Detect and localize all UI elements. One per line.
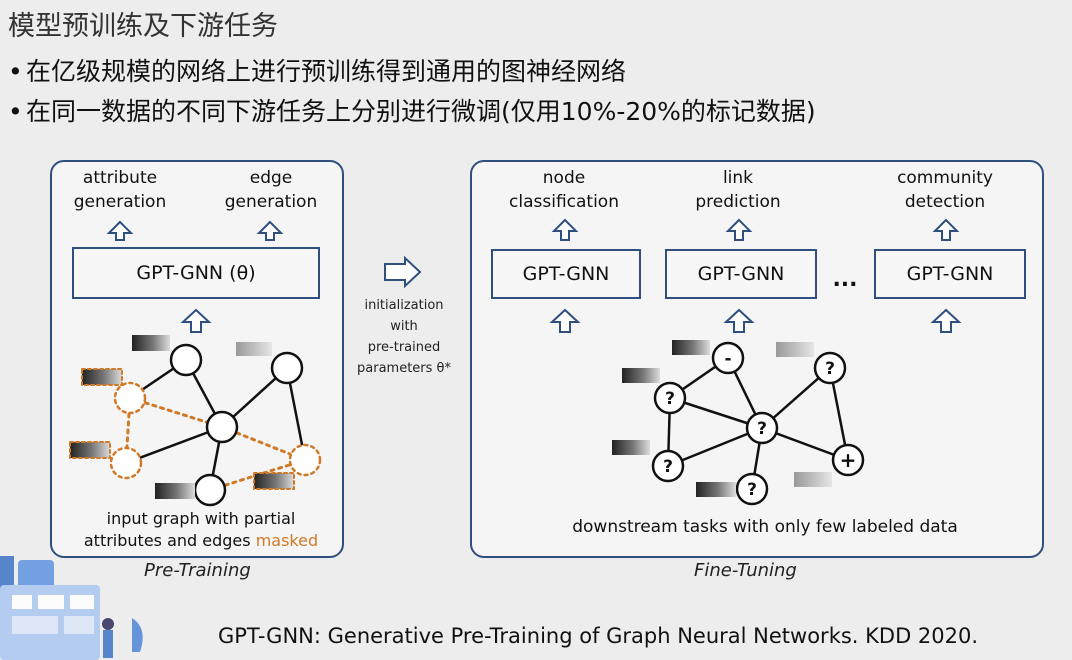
transfer-label: initialization with pre-trained paramete…	[346, 295, 462, 379]
up-arrow-icon	[932, 218, 960, 241]
unknown-node-icon: ?	[665, 389, 675, 409]
edge-generation-label: edge generation	[212, 166, 330, 214]
unknown-node-icon: ?	[663, 457, 673, 477]
unknown-node-icon: ?	[747, 480, 757, 500]
transfer-line4: parameters θ*	[357, 361, 451, 376]
transfer-line1: initialization	[364, 298, 444, 313]
slide-title: 模型预训练及下游任务	[8, 11, 278, 42]
right-arrow-icon	[384, 255, 422, 289]
pretrain-caption-line1: input graph with partial	[106, 509, 296, 528]
up-arrow-icon	[256, 220, 284, 241]
edge-generation-line1: edge	[249, 168, 293, 188]
negative-node-icon: -	[724, 349, 731, 369]
link-prediction-line1: link	[722, 168, 754, 188]
finetune-model-box-1: GPT-GNN	[491, 249, 641, 299]
pretrain-graph	[69, 335, 322, 507]
edge-generation-line2: generation	[224, 192, 318, 212]
finetune-model-box-3: GPT-GNN	[874, 249, 1026, 299]
unknown-node-icon: ?	[757, 419, 767, 439]
attribute-generation-line2: generation	[73, 192, 167, 212]
node-classification-label: node classification	[500, 166, 628, 214]
community-detection-label: community detection	[885, 166, 1005, 214]
finetuning-caption: Fine-Tuning	[694, 560, 797, 581]
node-classification-line1: node	[542, 168, 586, 188]
transfer-line3: pre-trained	[367, 340, 441, 355]
community-detection-line2: detection	[904, 192, 986, 212]
bullet-point-2: •在同一数据的不同下游任务上分别进行微调(仅用10%-20%的标记数据)	[8, 92, 816, 128]
pretrain-graph-caption: input graph with partial attributes and …	[68, 508, 334, 552]
node-classification-line2: classification	[509, 192, 619, 212]
up-arrow-icon	[549, 308, 581, 333]
finetune-graph-caption: downstream tasks with only few labeled d…	[572, 517, 958, 537]
up-arrow-icon	[725, 218, 753, 241]
decorative-illustration	[0, 556, 143, 660]
finetune-model-box-2: GPT-GNN	[665, 249, 817, 299]
up-arrow-icon	[180, 308, 212, 333]
ellipsis: ...	[832, 267, 858, 292]
pretrain-caption-line2: attributes and edges masked	[68, 530, 334, 552]
masked-word: masked	[255, 531, 319, 550]
up-arrow-icon	[551, 218, 579, 241]
attribute-generation-line1: attribute	[82, 168, 158, 188]
bullet-text-1: 在亿级规模的网络上进行预训练得到通用的图神经网络	[26, 57, 627, 86]
positive-node-icon: +	[840, 448, 857, 472]
bullet-dot-icon: •	[8, 57, 23, 86]
bullet-dot-icon: •	[8, 97, 23, 126]
transfer-line2: with	[390, 319, 418, 334]
pretraining-caption: Pre-Training	[144, 560, 251, 581]
up-arrow-icon	[930, 308, 962, 333]
link-prediction-label: link prediction	[680, 166, 796, 214]
up-arrow-icon	[723, 308, 755, 333]
pretrain-caption-prefix: attributes and edges	[83, 531, 256, 550]
citation: GPT-GNN: Generative Pre-Training of Grap…	[218, 624, 979, 648]
community-detection-line1: community	[897, 168, 993, 188]
up-arrow-icon	[106, 220, 134, 241]
attribute-generation-label: attribute generation	[64, 166, 176, 214]
bullet-point-1: •在亿级规模的网络上进行预训练得到通用的图神经网络	[8, 52, 626, 88]
pretrain-model-box: GPT-GNN (θ)	[72, 247, 320, 299]
bullet-text-2: 在同一数据的不同下游任务上分别进行微调(仅用10%-20%的标记数据)	[26, 97, 816, 126]
finetune-graph	[612, 340, 865, 506]
unknown-node-icon: ?	[825, 359, 835, 379]
link-prediction-line2: prediction	[695, 192, 781, 212]
